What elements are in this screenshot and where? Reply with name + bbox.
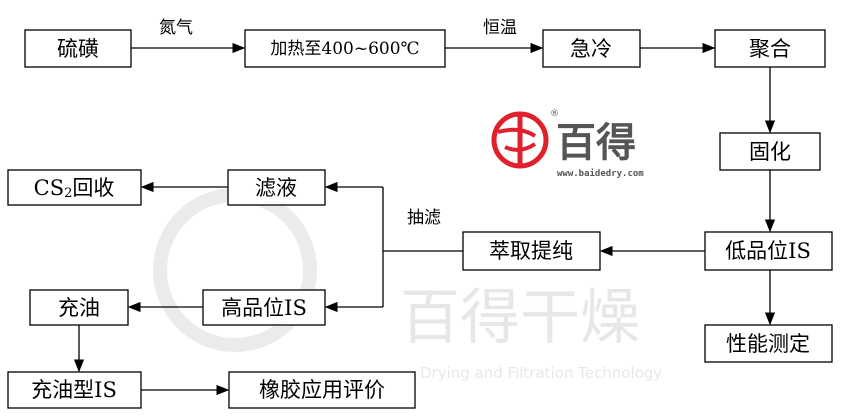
logo-name: 百得 xyxy=(556,120,636,166)
node-rubber: 橡胶应用评价 xyxy=(228,371,416,409)
label-nitrogen: 氮气 xyxy=(159,18,193,38)
node-cs2: CS2回收 xyxy=(7,169,142,206)
node-oil: 充油 xyxy=(29,289,129,326)
watermark: 百得干燥 Drying and Filtration Technology xyxy=(153,188,662,382)
svg-text:高品位IS: 高品位IS xyxy=(221,296,307,320)
watermark-tagline: Drying and Filtration Technology xyxy=(420,364,662,382)
svg-text:萃取提纯: 萃取提纯 xyxy=(489,239,573,263)
node-low-is: 低品位IS xyxy=(704,231,833,271)
label-filter: 抽滤 xyxy=(407,208,441,228)
brand-logo: ® 百得 www.baidedry.com xyxy=(491,109,644,179)
node-extract: 萃取提纯 xyxy=(462,231,601,271)
node-hidden: 聚合 xyxy=(714,29,826,68)
svg-text:固化: 固化 xyxy=(749,140,791,164)
node-heat: 加热至400~600℃ xyxy=(244,29,446,68)
node-high-is: 高品位IS xyxy=(202,289,326,326)
svg-text:聚合: 聚合 xyxy=(749,37,791,61)
svg-text:®: ® xyxy=(550,109,559,119)
label-constant-temp: 恒温 xyxy=(483,18,517,38)
node-oil-is: 充油型IS xyxy=(7,371,142,409)
svg-text:滤液: 滤液 xyxy=(255,176,297,200)
node-sulfur: 硫磺 xyxy=(24,29,132,68)
svg-text:急冷: 急冷 xyxy=(570,37,612,61)
svg-text:硫磺: 硫磺 xyxy=(57,37,99,61)
svg-text:充油型IS: 充油型IS xyxy=(31,378,117,402)
node-test: 性能测定 xyxy=(704,324,833,363)
node-filtrate: 滤液 xyxy=(227,169,326,206)
svg-text:橡胶应用评价: 橡胶应用评价 xyxy=(259,378,385,402)
node-quench: 急冷 xyxy=(542,29,641,68)
watermark-name: 百得干燥 xyxy=(400,283,640,353)
svg-text:加热至400~600℃: 加热至400~600℃ xyxy=(270,39,419,59)
connectors xyxy=(73,42,776,396)
svg-text:CS2回收: CS2回收 xyxy=(34,176,115,201)
svg-text:性能测定: 性能测定 xyxy=(726,332,810,356)
svg-text:充油: 充油 xyxy=(58,296,100,320)
svg-text:低品位IS: 低品位IS xyxy=(725,239,811,263)
node-cure: 固化 xyxy=(719,132,821,171)
logo-url: www.baidedry.com xyxy=(557,168,644,179)
